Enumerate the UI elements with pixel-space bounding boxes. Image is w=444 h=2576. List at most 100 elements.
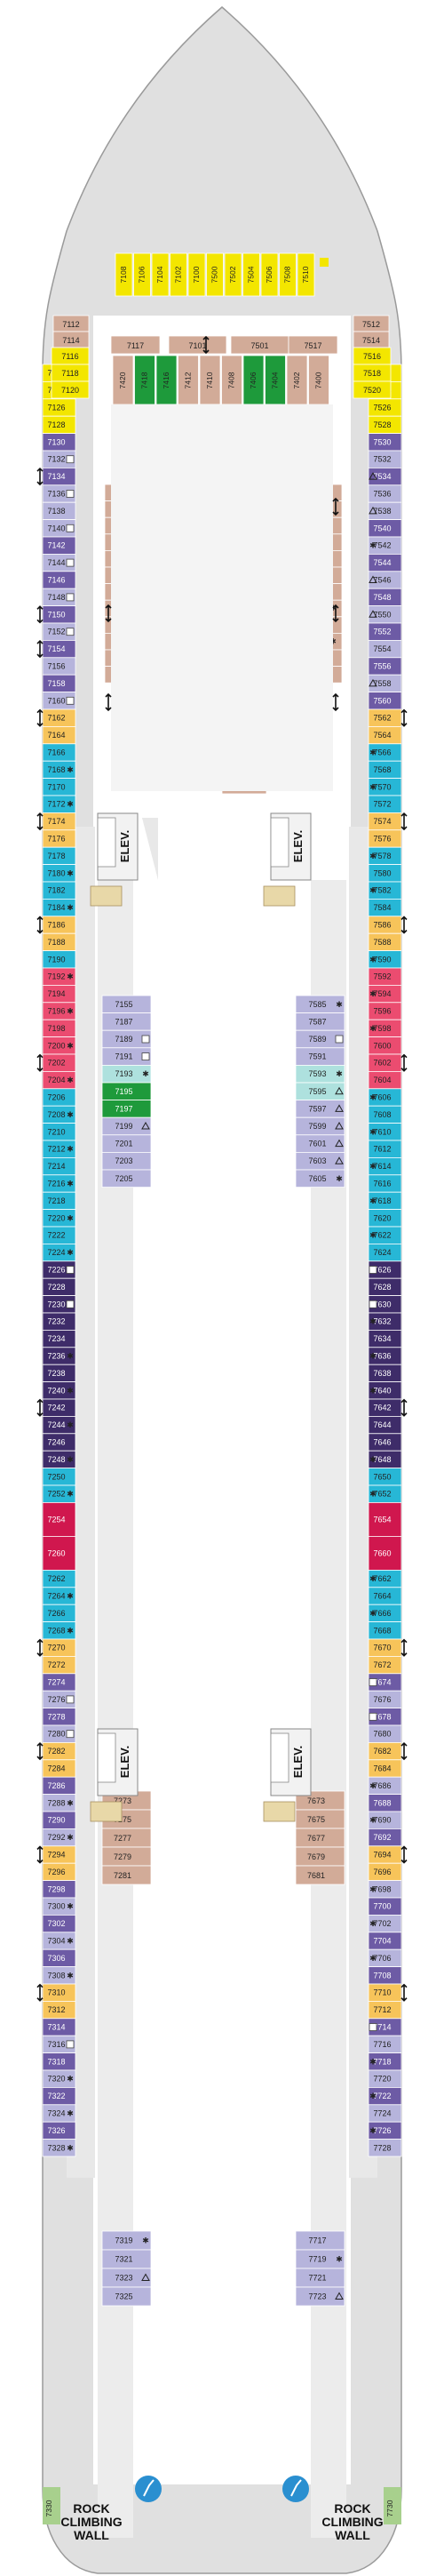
cabin-7654[interactable]: 7654 (368, 1502, 402, 1537)
cabin-7321[interactable]: 7321 (101, 2249, 152, 2269)
cabin-7684[interactable]: 7684 (368, 1759, 402, 1778)
cabin-7638[interactable]: 7638 (368, 1364, 402, 1382)
cabin-7195[interactable]: 7195 (101, 1082, 152, 1101)
cabin-7704[interactable]: 7704 (368, 1932, 402, 1950)
cabin-7540[interactable]: 7540 (368, 519, 402, 538)
cabin-7248[interactable]: 7248✱ (42, 1450, 76, 1468)
cabin-7325[interactable]: 7325 (101, 2286, 152, 2307)
cabin-7242[interactable]: 7242 (36, 1398, 76, 1417)
cabin-7544[interactable]: 7544 (368, 554, 402, 572)
cabin-7187[interactable]: 7187 (101, 1012, 152, 1031)
cabin-7589[interactable]: 7589 (295, 1029, 345, 1049)
cabin-7550[interactable]: 7550 (368, 605, 402, 624)
cabin-7282[interactable]: 7282 (36, 1741, 76, 1761)
cabin-7717[interactable]: 7717 (295, 2230, 345, 2251)
cabin-7650[interactable]: 7650 (368, 1468, 402, 1486)
cabin-7274[interactable]: 7274 (42, 1673, 76, 1692)
cabin-7316[interactable]: 7316 (42, 2035, 76, 2053)
cabin-7612[interactable]: 7612 (368, 1140, 402, 1158)
cabin-7716[interactable]: 7716 (368, 2035, 402, 2053)
cabin-7206[interactable]: 7206 (42, 1088, 76, 1107)
cabin-7605[interactable]: 7605✱ (295, 1169, 345, 1188)
cabin-7682[interactable]: 7682 (368, 1741, 408, 1761)
cabin-7632[interactable]: 7632✱ (368, 1312, 402, 1331)
cabin-7150[interactable]: 7150 (36, 605, 76, 624)
cabin-7189[interactable]: 7189 (101, 1029, 152, 1049)
cabin-7178[interactable]: 7178 (42, 846, 76, 866)
cabin-7536[interactable]: 7536 (368, 484, 402, 503)
cabin-7690[interactable]: 7690✱ (368, 1811, 402, 1829)
cabin-7126[interactable]: 7126 (42, 398, 76, 417)
cabin-7585[interactable]: 7585✱ (295, 995, 345, 1014)
cabin-7184[interactable]: 7184✱ (42, 899, 76, 917)
cabin-7101[interactable] (168, 335, 227, 355)
cabin-7154[interactable]: 7154 (36, 639, 76, 659)
cabin-7692[interactable]: 7692 (368, 1828, 402, 1847)
cabin-7620[interactable]: 7620 (368, 1209, 402, 1228)
cabin-7542[interactable]: 7542✱ (368, 536, 402, 555)
cabin-7608[interactable]: 7608 (368, 1105, 402, 1124)
cabin-7546[interactable]: 7546 (368, 571, 402, 589)
cabin-7148[interactable]: 7148 (42, 588, 76, 607)
cabin-7578[interactable]: 7578✱ (368, 846, 402, 866)
cabin-7292[interactable]: 7292✱ (42, 1828, 76, 1847)
cabin-7580[interactable]: 7580 (368, 864, 402, 883)
cabin-7296[interactable]: 7296 (42, 1862, 76, 1881)
cabin-7574[interactable]: 7574 (368, 812, 408, 831)
cabin-7696[interactable]: 7696 (368, 1862, 402, 1881)
cabin-7702[interactable]: 7702✱ (368, 1914, 402, 1933)
cabin-7591[interactable]: 7591 (295, 1047, 345, 1066)
cabin-7212[interactable]: 7212✱ (42, 1140, 76, 1158)
cabin-7142[interactable]: 7142 (42, 536, 76, 555)
cabin-7644[interactable]: 7644 (368, 1416, 402, 1435)
cabin-7106[interactable] (133, 252, 151, 297)
cabin-7502[interactable] (224, 252, 242, 297)
cabin-7280[interactable]: 7280 (42, 1724, 76, 1743)
cabin-7170[interactable]: 7170 (42, 778, 76, 796)
cabin-7281[interactable] (101, 1865, 152, 1885)
cabin-7320[interactable]: 7320✱ (42, 2069, 76, 2088)
cabin-7224[interactable]: 7224✱ (42, 1244, 76, 1262)
cabin-7564[interactable]: 7564 (368, 726, 402, 745)
cabin-7686[interactable]: 7686✱ (368, 1776, 402, 1795)
cabin-7272[interactable]: 7272 (42, 1656, 76, 1675)
cabin-7136[interactable]: 7136 (42, 484, 76, 503)
cabin-7530[interactable]: 7530 (368, 433, 402, 452)
cabin-7622[interactable]: 7622✱ (368, 1226, 402, 1244)
cabin-7662[interactable]: 7662✱ (368, 1570, 402, 1588)
cabin-7268[interactable]: 7268✱ (42, 1621, 76, 1640)
cabin-7236[interactable]: 7236✱ (42, 1347, 76, 1365)
cabin-7720[interactable]: 7720 (368, 2069, 402, 2088)
cabin-7588[interactable]: 7588 (368, 932, 402, 951)
cabin-7155[interactable]: 7155 (101, 995, 152, 1014)
cabin-7548[interactable]: 7548 (368, 588, 402, 607)
cabin-7192[interactable]: 7192✱ (42, 967, 76, 986)
cabin-7168[interactable]: 7168✱ (42, 760, 76, 780)
cabin-7526[interactable]: 7526 (368, 398, 402, 417)
cabin-7558[interactable]: 7558 (368, 674, 402, 693)
cabin-7232[interactable]: 7232 (42, 1312, 76, 1331)
cabin-7176[interactable]: 7176 (42, 829, 76, 848)
cabin-7598[interactable]: 7598✱ (368, 1019, 402, 1037)
cabin-7618[interactable]: 7618✱ (368, 1191, 402, 1210)
cabin-7668[interactable]: 7668 (368, 1621, 402, 1640)
cabin-7240[interactable]: 7240✱ (42, 1381, 76, 1400)
cabin-7312[interactable]: 7312 (42, 2000, 76, 2020)
cabin-7508[interactable] (279, 252, 297, 297)
cabin-7197[interactable]: 7197 (101, 1100, 152, 1118)
cabin-7160[interactable]: 7160 (42, 692, 76, 710)
cabin-7120[interactable] (51, 380, 90, 399)
cabin-7560[interactable]: 7560 (368, 692, 402, 710)
cabin-7286[interactable]: 7286 (42, 1776, 76, 1795)
cabin-7166[interactable]: 7166 (42, 743, 76, 762)
cabin-7130[interactable]: 7130 (42, 433, 76, 452)
cabin-7646[interactable]: 7646 (368, 1433, 402, 1452)
cabin-7694[interactable]: 7694 (368, 1845, 408, 1864)
cabin-7554[interactable]: 7554 (368, 640, 402, 659)
cabin-7590[interactable]: 7590✱ (368, 950, 402, 969)
cabin-7262[interactable]: 7262 (42, 1570, 76, 1588)
cabin-7264[interactable]: 7264✱ (42, 1587, 76, 1605)
cabin-7310[interactable]: 7310 (36, 1983, 76, 2002)
cabin-7602[interactable]: 7602 (368, 1053, 408, 1072)
cabin-7172[interactable]: 7172✱ (42, 795, 76, 813)
